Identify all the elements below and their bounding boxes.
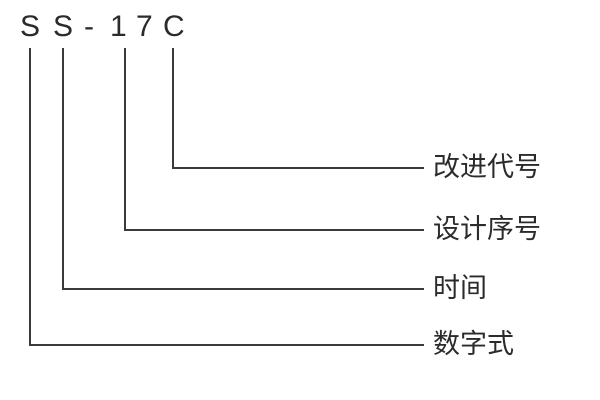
- code-char-7: 7: [136, 10, 153, 43]
- label-digital-type: 数字式: [433, 329, 514, 359]
- label-time: 时间: [433, 273, 487, 303]
- leader-line-design-serial: [124, 48, 424, 231]
- code-char-dash: -: [84, 10, 94, 43]
- code-char-s1: S: [20, 10, 41, 43]
- code-char-c: C: [163, 10, 185, 43]
- leader-line-digital-type: [29, 48, 424, 346]
- label-design-serial: 设计序号: [433, 214, 541, 244]
- leader-line-time: [62, 48, 424, 290]
- code-char-1: 1: [110, 10, 127, 43]
- code-char-s2: S: [53, 10, 74, 43]
- label-improvement-code: 改进代号: [433, 152, 541, 182]
- leader-line-improvement-code: [172, 48, 424, 169]
